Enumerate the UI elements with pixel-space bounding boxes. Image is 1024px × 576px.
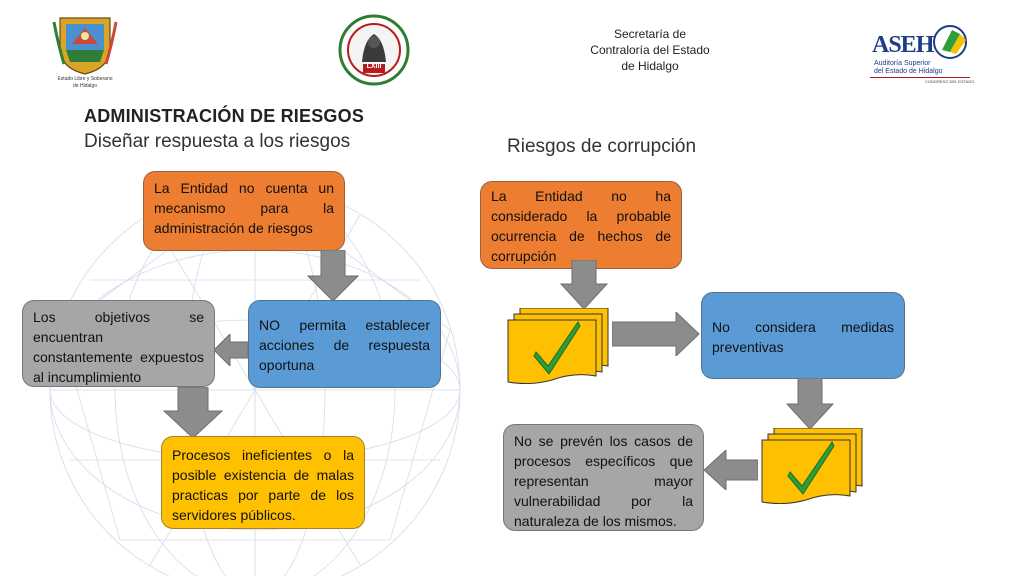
- state-coat-of-arms-logo: Estado Libre y Soberano de Hidalgo: [52, 14, 118, 94]
- arrow-down-icon: [786, 378, 834, 430]
- left-gray-box: Los objetivos se encuentran constantemen…: [22, 300, 215, 387]
- arrow-down-icon: [163, 387, 223, 439]
- state-coat-of-arms-icon: [52, 17, 118, 75]
- arrow-down-icon: [307, 250, 359, 302]
- document-check-icon: [761, 428, 863, 504]
- right-orange-box: La Entidad no ha considerado la probable…: [480, 181, 682, 269]
- right-gray-box: No se prevén los casos de procesos espec…: [503, 424, 704, 531]
- asehi-sub-3: CONGRESO DEL ESTADO: [925, 79, 975, 84]
- arrow-down-icon: [560, 260, 608, 310]
- asehi-logo: ASEH Auditoría Superior del Estado de Hi…: [870, 24, 980, 88]
- state-logo-caption-2: de Hidalgo: [73, 83, 97, 89]
- left-yellow-box: Procesos ineficientes o la posible exist…: [161, 436, 365, 529]
- org-title-line-1: Secretaría de: [613, 27, 687, 41]
- org-title-line-3: de Hidalgo: [621, 59, 679, 73]
- asehi-divider: [870, 77, 970, 78]
- sub-title: Diseñar respuesta a los riesgos: [84, 131, 351, 152]
- left-blue-box: NO permita establecer acciones de respue…: [248, 300, 441, 388]
- asehi-sub-1: Auditoría Superior: [874, 60, 931, 67]
- main-title: ADMINISTRACIÓN DE RIESGOS: [84, 106, 365, 126]
- asehi-logo-text: ASEH: [872, 32, 934, 58]
- congress-seal-number: LXIII: [366, 63, 382, 70]
- left-orange-box: La Entidad no cuenta un mecanismo para l…: [143, 171, 345, 251]
- arrow-left-icon: [704, 450, 758, 490]
- right-blue-box: No considera medidas preventivas: [701, 292, 905, 379]
- corruption-risks-title: Riesgos de corrupción: [507, 136, 697, 157]
- org-title-line-2: Contraloría del Estado: [590, 43, 710, 57]
- asehi-logo-icon: [933, 25, 967, 59]
- arrow-right-icon: [612, 312, 700, 356]
- organization-title: Secretaría de Contraloría del Estado de …: [560, 26, 740, 74]
- asehi-sub-2: del Estado de Hidalgo: [874, 68, 943, 75]
- arrow-left-icon: [214, 334, 248, 366]
- document-check-icon: [507, 308, 609, 384]
- congress-seal-icon: [338, 14, 410, 86]
- congress-seal-logo: LXIII: [338, 14, 410, 86]
- state-logo-caption-1: Estado Libre y Soberano: [57, 76, 113, 82]
